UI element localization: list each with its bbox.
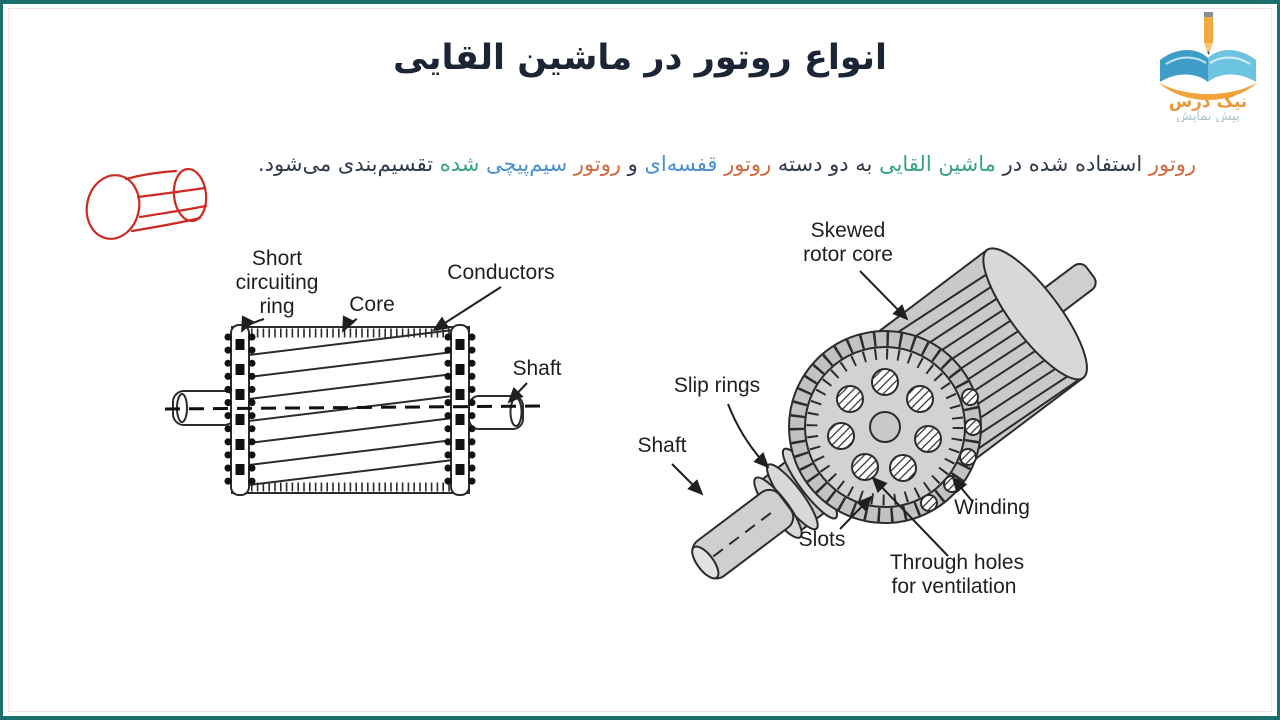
intro-text: استفاده شده در [995,152,1143,176]
svg-text:ring: ring [259,295,294,318]
term-shode: شده [433,152,487,176]
label-skewed-rotor-core: Skewed [811,219,886,242]
wound-rotor-diagram: Skewed rotor core Slip rings Shaft Slots… [637,219,1097,598]
label-conductors: Conductors [447,261,554,284]
svg-text:for ventilation: for ventilation [892,575,1017,598]
arrow-through-holes [871,476,949,557]
cage-centerline [165,404,548,411]
logo-brand-text: نیک درس [1169,92,1248,112]
cage-end-ring-right [444,324,476,496]
pencil-icon [1204,12,1213,55]
label-through-holes: Through holes [890,551,1024,574]
hand-drawn-rotor-sketch [85,167,208,240]
label-shaft: Shaft [512,357,561,380]
intro-text: و [620,152,645,176]
term-rotor: روتور [1142,152,1196,176]
intro-text: به دو دسته [771,152,880,176]
arrow-core [342,315,358,333]
arrow-slip-rings [727,403,770,469]
intro-text: تقسیم‌بندی می‌شود. [257,152,434,176]
logo-subtitle-text: پیش نمایش [1176,109,1240,122]
arrow-shaft [507,382,528,404]
ventilation-holes [827,368,942,482]
wound-center-shaft-end [869,411,901,443]
arrow-skewed-core [859,270,909,321]
squirrel-cage-rotor-diagram: Short circuiting ring Core Conductors Sh… [165,247,562,496]
term-induction-machine: ماشین القایی [879,152,996,176]
intro-sentence: روتور استفاده شده در ماشین القایی به دو … [258,152,1196,176]
term-rotor: روتور [567,152,621,176]
label-slots: Slots [799,528,846,551]
term-cage: قفسه‌ای [644,152,718,176]
arrow-short-ring [241,315,265,333]
label-winding: Winding [954,496,1030,519]
open-book-icon [1158,50,1258,100]
svg-text:circuiting: circuiting [236,271,319,294]
term-rotor: روتور [717,152,772,176]
wound-back-cap [982,247,1088,381]
brand-logo: نیک درس پیش نمایش [1158,12,1258,122]
cage-conductor-bars [248,329,454,486]
arrow-wound-shaft [671,463,704,496]
arrow-winding [951,476,973,502]
page-title: انواع روتور در ماشین القایی [392,38,888,78]
cage-end-ring-left [224,324,256,496]
label-short-circuiting-ring: Short [252,247,302,270]
arrow-conductors [432,286,502,332]
cage-shaft-right [468,395,524,430]
label-wound-shaft: Shaft [637,434,686,457]
cage-lamination-ticks [251,328,451,492]
term-wound: سیم‌پیچی [486,152,568,176]
label-core: Core [349,293,395,316]
label-slip-rings: Slip rings [674,374,760,397]
arrow-slots [839,495,873,530]
svg-text:rotor core: rotor core [803,243,893,266]
